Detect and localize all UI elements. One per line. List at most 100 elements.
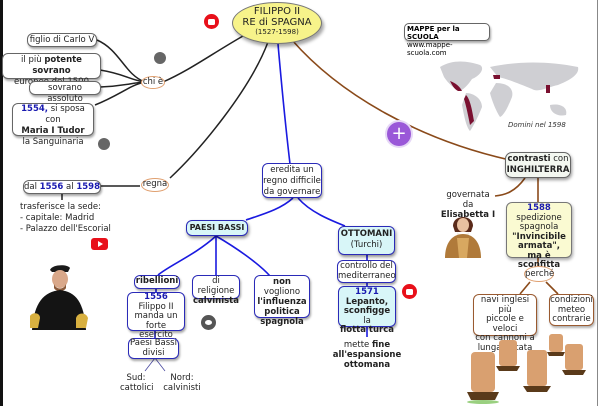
node-contrasti-inghilterra[interactable]: contrasti con INGHILTERRA — [505, 152, 571, 178]
node-ottomani[interactable]: OTTOMANI (Turchi) — [338, 226, 395, 255]
node-controllo-mediterraneo[interactable]: controllo del mediterraneo — [337, 260, 396, 283]
link-pb-inf — [215, 235, 271, 277]
influenza-l3: politica — [264, 307, 300, 317]
meteo-l3: contrarie — [552, 314, 591, 324]
sposa-bold: Maria I Tudor — [21, 126, 85, 136]
attachment-icon[interactable] — [154, 52, 166, 64]
armata-year: 1588 — [527, 203, 551, 213]
node-invincibile-armata[interactable]: 1588 spedizione spagnola "Invincibile ar… — [506, 202, 572, 270]
controllo-l2: mediterraneo — [338, 271, 396, 281]
attachment-icon[interactable] — [98, 138, 110, 150]
sposa-post: la Sanguinaria — [22, 137, 84, 147]
node-ribellioni[interactable]: ribellioni — [134, 275, 180, 289]
scrollbar-edge[interactable] — [597, 0, 598, 406]
linker-perche[interactable]: perché — [524, 266, 554, 282]
root-title-line1: FILIPPO II — [253, 6, 301, 17]
esercito-l3: forte esercito — [139, 320, 173, 340]
link-perche-meteo — [545, 281, 559, 295]
youtube-icon[interactable] — [402, 284, 417, 299]
node-paesi-bassi-divisi[interactable]: Paesi Bassi divisi — [128, 338, 179, 359]
influenza-l2: l'influenza — [257, 297, 307, 307]
navi-l1: navi inglesi più — [480, 295, 530, 315]
period-year-start: 1556 — [39, 182, 64, 192]
lepanto-year: 1571 — [355, 287, 379, 297]
node-lepanto-1571[interactable]: 1571 Lepanto, sconfigge la flotta turca — [338, 286, 396, 335]
fine-pre: mette — [343, 340, 372, 350]
node-regno-periodo[interactable]: dal 1556 al 1598 — [23, 180, 101, 194]
eredita-line3: da governare — [263, 187, 321, 197]
node-sposa-maria-tudor[interactable]: 1554, si sposa con Maria I Tudor la Sang… — [12, 103, 94, 147]
esercito-year: 1556 — [144, 292, 168, 302]
ingh-bold: contrasti — [507, 154, 551, 164]
filippo-portrait-image — [30, 265, 88, 330]
influenza-rest: vogliono — [263, 287, 301, 297]
brand-url[interactable]: www.mappe-scuola.com — [407, 41, 453, 57]
node-sovrano-assoluto[interactable]: sovrano assoluto — [29, 81, 101, 104]
eye-icon[interactable] — [201, 315, 216, 330]
fine-bold: fine — [371, 340, 391, 350]
add-node-button[interactable]: + — [387, 122, 411, 146]
ribellioni-text: ribellioni — [135, 276, 179, 286]
link-root-eredita — [277, 43, 291, 165]
lepanto-l1: Lepanto, — [345, 296, 389, 307]
regna-label: regna — [142, 179, 168, 189]
potente-bold: potente sovrano — [32, 55, 82, 76]
youtube-icon[interactable] — [204, 14, 219, 29]
link-divisi-sud — [144, 357, 156, 372]
node-eredita-regno[interactable]: eredita un regno difficile da governare — [262, 163, 322, 198]
ottomani-sub: (Turchi) — [350, 240, 383, 250]
node-figlio-carlo-v[interactable]: figlio di Carlo V — [27, 33, 97, 47]
lepanto-l2: la — [363, 315, 371, 326]
node-religione-calvinista[interactable]: di religione calvinista — [192, 275, 240, 306]
ship-icon — [523, 350, 551, 392]
node-fine-espansione: mette fine all'espansione ottomana — [330, 340, 404, 370]
divisi-l1: Paesi Bassi — [130, 338, 177, 348]
influenza-l4: spagnola — [260, 317, 304, 327]
sud-l1: Sud: — [126, 373, 146, 383]
link-ingh-gov — [494, 177, 526, 197]
meteo-l1: condizioni — [550, 295, 593, 305]
node-nord-calvinisti: Nord: calvinisti — [162, 373, 202, 393]
node-condizioni-meteo[interactable]: condizioni meteo contrarie — [549, 294, 594, 326]
root-title-line2: RE di SPAGNA — [242, 17, 312, 28]
world-map-image: Domini nel 1598 — [440, 61, 579, 131]
node-sud-cattolici: Sud: cattolici — [120, 373, 154, 393]
lepanto-l2-bold: sconfigge — [343, 306, 391, 316]
paesi-bassi-label: PAESI BASSI — [189, 223, 245, 232]
sede-line3: - Palazzo dell'Escorial — [20, 224, 111, 234]
node-trasferisce-sede: trasferisce la sede: - capitale: Madrid … — [20, 202, 111, 235]
nord-l1: Nord: — [170, 373, 194, 383]
link-perche-navi — [519, 281, 531, 295]
ingh-rest: con — [550, 154, 569, 164]
link-root-regna — [169, 41, 269, 179]
controllo-l1: controllo del — [340, 261, 393, 271]
link-root-chi — [162, 35, 244, 83]
root-dates: (1527-1598) — [255, 28, 299, 36]
navi-l3: con cannoni a — [475, 333, 535, 343]
link-eredita-ott — [297, 197, 346, 227]
eredita-line1: eredita un — [270, 165, 314, 175]
linker-regna[interactable]: regna — [141, 178, 169, 192]
map-caption: Domini nel 1598 — [508, 121, 566, 129]
ottomani-label: OTTOMANI — [340, 229, 393, 239]
lepanto-l3: flotta turca — [339, 325, 395, 335]
influenza-bold: non — [273, 277, 291, 287]
navi-l2: piccole e veloci — [486, 314, 524, 334]
node-paesi-bassi[interactable]: PAESI BASSI — [186, 220, 248, 236]
linker-chi-e[interactable]: chi è — [141, 76, 165, 89]
link-chi-potente — [99, 69, 146, 83]
node-potente-sovrano[interactable]: il più potente sovrano europeo del 1500 — [2, 53, 101, 87]
node-navi-inglesi[interactable]: navi inglesi più piccole e veloci con ca… — [473, 294, 537, 352]
youtube-icon[interactable] — [91, 238, 108, 250]
religione-l1: di religione — [197, 276, 235, 296]
root-node-filippo-ii[interactable]: FILIPPO II RE di SPAGNA (1527-1598) — [232, 2, 322, 44]
node-influenza-spagnola[interactable]: non vogliono l'influenza politica spagno… — [254, 275, 310, 327]
sposa-text: si sposa con — [45, 104, 85, 125]
node-1556-esercito[interactable]: 1556 Filippo II manda un forte esercito — [127, 292, 185, 340]
sede-line1: trasferisce la sede: — [20, 202, 101, 212]
link-root-ingh — [291, 39, 511, 161]
ship-icon — [496, 340, 520, 371]
ships-image — [467, 334, 586, 404]
left-border — [0, 0, 3, 406]
